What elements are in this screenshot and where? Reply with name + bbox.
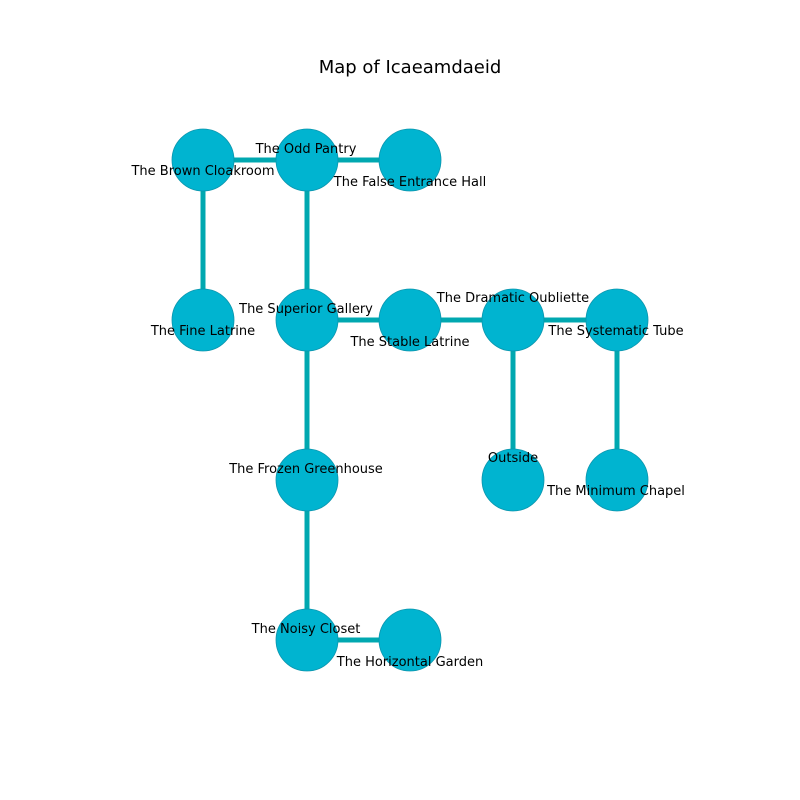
room-label-outside: Outside bbox=[488, 451, 538, 466]
room-node-horizontal-garden bbox=[378, 608, 442, 672]
room-node-stable-latrine bbox=[378, 288, 442, 352]
room-label-superior-gallery: The Superior Gallery bbox=[238, 302, 373, 317]
room-node-outside bbox=[481, 448, 545, 512]
map-title: Map of Icaeamdaeid bbox=[319, 57, 502, 78]
room-node-superior-gallery bbox=[275, 288, 339, 352]
room-label-systematic-tube: The Systematic Tube bbox=[547, 324, 683, 339]
room-node-noisy-closet bbox=[275, 608, 339, 672]
rooms-layer bbox=[171, 128, 649, 672]
room-label-minimum-chapel: The Minimum Chapel bbox=[546, 484, 685, 499]
room-node-frozen-greenhouse bbox=[275, 448, 339, 512]
room-node-systematic-tube bbox=[585, 288, 649, 352]
room-node-dramatic-oubliette bbox=[481, 288, 545, 352]
room-label-frozen-greenhouse: The Frozen Greenhouse bbox=[228, 462, 383, 477]
room-label-dramatic-oubliette: The Dramatic Oubliette bbox=[436, 291, 589, 306]
room-label-odd-pantry: The Odd Pantry bbox=[255, 142, 357, 157]
room-node-minimum-chapel bbox=[585, 448, 649, 512]
room-label-horizontal-garden: The Horizontal Garden bbox=[336, 655, 483, 670]
room-node-false-entrance-hall bbox=[378, 128, 442, 192]
room-node-brown-cloakroom bbox=[171, 128, 235, 192]
room-label-false-entrance-hall: The False Entrance Hall bbox=[333, 175, 486, 190]
room-label-noisy-closet: The Noisy Closet bbox=[251, 622, 361, 637]
room-node-odd-pantry bbox=[275, 128, 339, 192]
room-label-fine-latrine: The Fine Latrine bbox=[150, 324, 255, 339]
room-node-fine-latrine bbox=[171, 288, 235, 352]
room-label-brown-cloakroom: The Brown Cloakroom bbox=[130, 164, 274, 179]
room-label-stable-latrine: The Stable Latrine bbox=[349, 335, 469, 350]
